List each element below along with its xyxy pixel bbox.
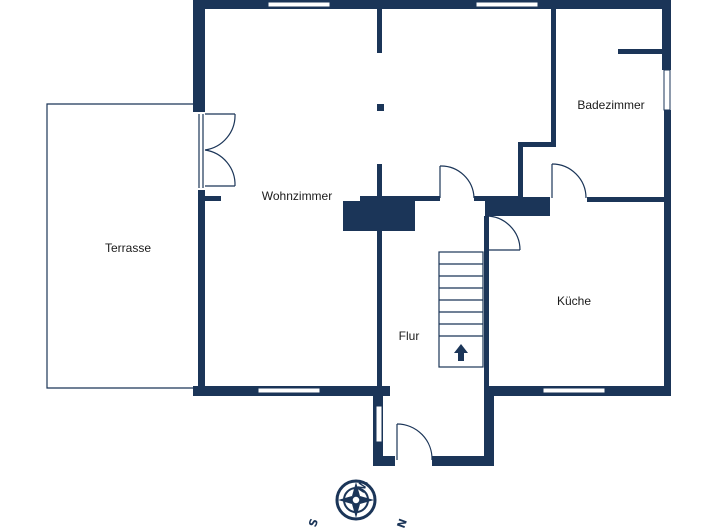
interior-walls [205,9,667,391]
terrace-area [46,103,194,389]
window-top-right [475,1,539,8]
compass: W S N [306,478,409,529]
room-label-kueche: Küche [557,294,591,308]
exterior-walls [193,0,671,466]
compass-rose-icon [335,479,377,521]
terrace-door [198,113,236,188]
window-entry [375,405,383,443]
kitchen-door [485,215,521,251]
bathroom-door [551,163,587,199]
compass-west: W [353,478,369,494]
hallway-door [439,165,475,199]
compass-south: S [306,517,321,529]
window-living-bottom [257,387,321,394]
room-label-terrasse: Terrasse [105,241,151,255]
window-top-left [267,1,331,8]
stair-arrow-icon [454,344,468,361]
window-bath [663,69,671,111]
doors [198,113,587,461]
room-label-badezimmer: Badezimmer [577,98,644,112]
window-kitchen-bottom [542,387,606,394]
entry-door [396,423,433,461]
windows [257,1,671,443]
staircase [438,251,484,368]
room-label-wohnzimmer: Wohnzimmer [262,189,332,203]
compass-north: N [394,517,409,530]
room-label-flur: Flur [399,329,420,343]
